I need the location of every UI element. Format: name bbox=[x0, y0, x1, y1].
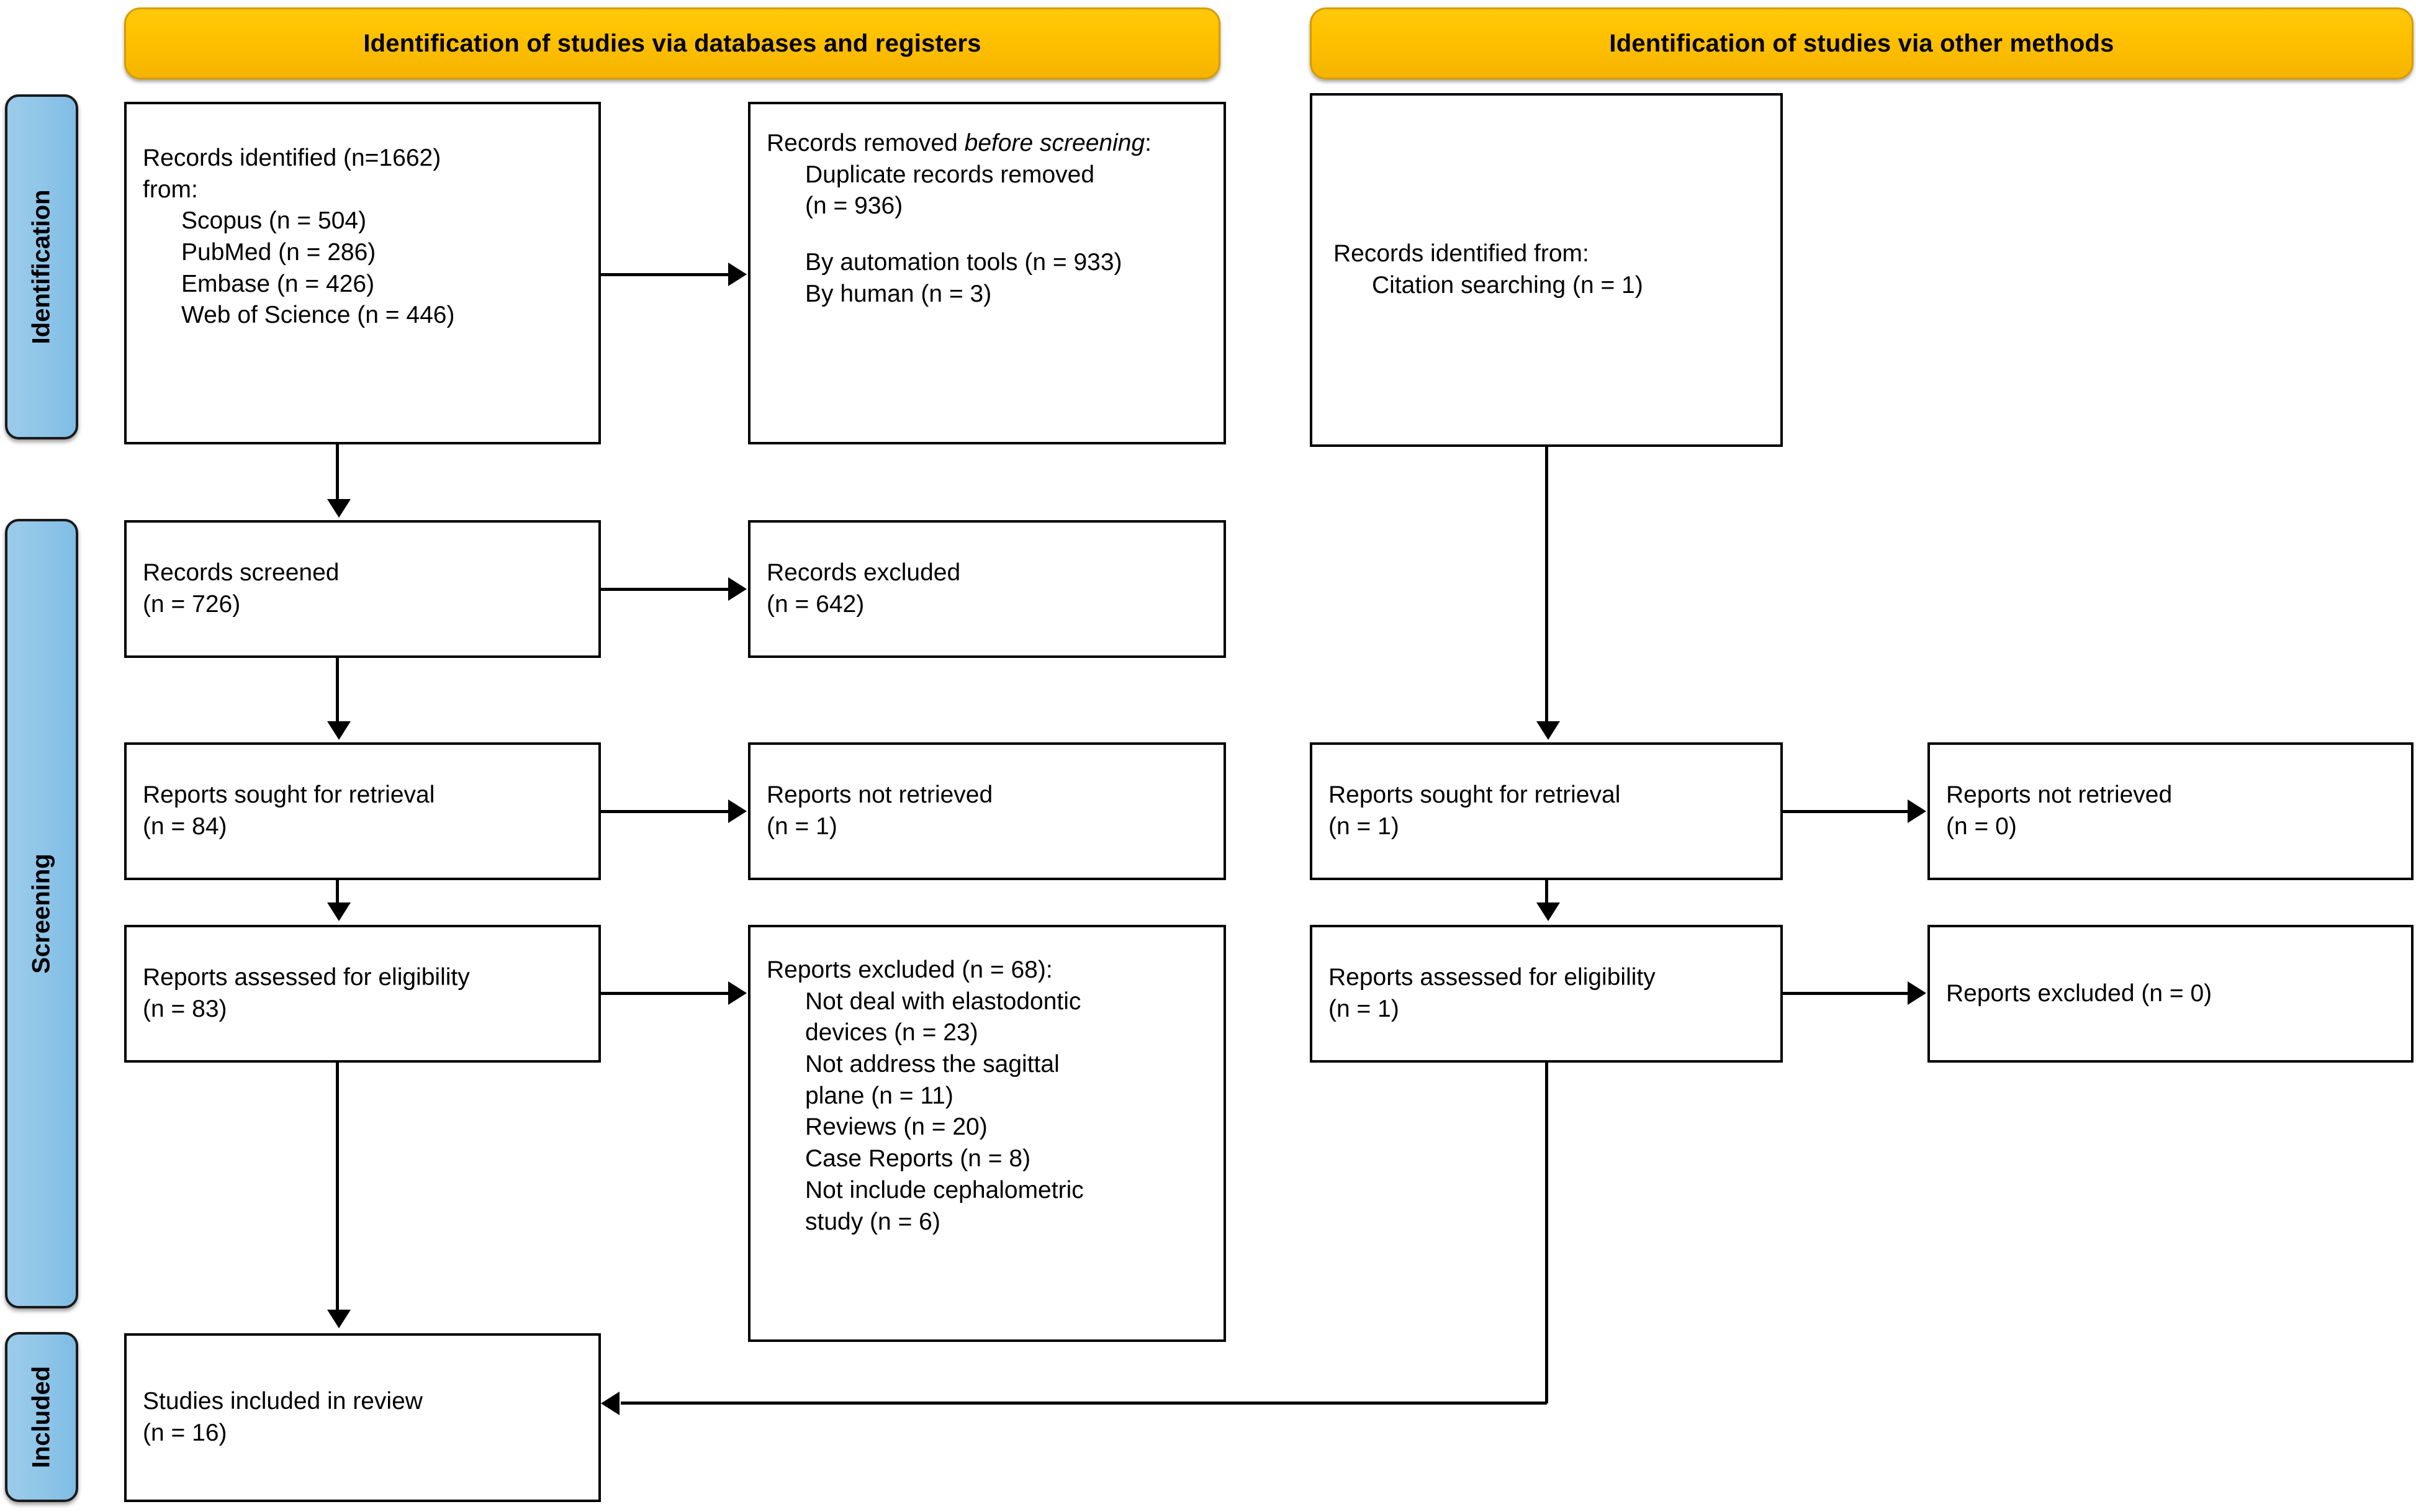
connector-identified-to-screened bbox=[336, 444, 339, 500]
records-removed-automation: By automation tools (n = 933) bbox=[805, 249, 1122, 276]
connector-screened-to-excluded-arrowhead bbox=[728, 577, 747, 601]
stage-bar-identification-label: Identification bbox=[27, 189, 55, 344]
box-reports-sought-other: Reports sought for retrieval (n = 1) bbox=[1310, 742, 1783, 880]
box-reports-assessed-other: Reports assessed for eligibility (n = 1) bbox=[1310, 925, 1783, 1063]
reports-excluded-db-reason-4: Case Reports (n = 8) bbox=[805, 1145, 1031, 1172]
box-reports-assessed-db: Reports assessed for eligibility (n = 83… bbox=[124, 925, 601, 1063]
connector-assessed-to-excluded-arrowhead bbox=[728, 981, 747, 1005]
records-identified-line1: Records identified (n=1662) bbox=[143, 145, 441, 171]
connector-screened-to-excluded bbox=[601, 588, 729, 591]
reports-sought-other-line2: (n = 1) bbox=[1328, 813, 1399, 840]
connector-other-to-included-horizontal bbox=[621, 1402, 1547, 1405]
reports-assessed-db-line1: Reports assessed for eligibility bbox=[143, 964, 470, 991]
reports-assessed-other-line2: (n = 1) bbox=[1328, 996, 1399, 1022]
connector-sought-to-not-retrieved bbox=[601, 810, 729, 813]
connector-other-to-included-vertical bbox=[1545, 1063, 1548, 1403]
records-identified-line2: from: bbox=[143, 176, 198, 203]
stage-bar-identification: Identification bbox=[5, 94, 78, 439]
reports-excluded-db-reason-1a: Not deal with elastodontic bbox=[805, 988, 1081, 1015]
records-removed-title-plain: Records removed bbox=[767, 130, 965, 156]
stage-bar-included-label: Included bbox=[27, 1366, 55, 1469]
box-reports-not-retrieved-other: Reports not retrieved (n = 0) bbox=[1927, 742, 2414, 880]
connector-sought-to-assessed-arrowhead bbox=[327, 902, 351, 921]
connector-other-sought-to-assessed bbox=[1545, 880, 1548, 904]
reports-sought-other-line1: Reports sought for retrieval bbox=[1328, 781, 1621, 809]
reports-not-retrieved-db-line1: Reports not retrieved bbox=[767, 781, 993, 809]
connector-identified-to-screened-arrowhead bbox=[327, 499, 351, 518]
connector-identified-to-removed bbox=[601, 273, 729, 276]
phase-header-databases: Identification of studies via databases … bbox=[124, 7, 1220, 79]
reports-excluded-db-reason-5b: study (n = 6) bbox=[805, 1208, 940, 1235]
stage-bar-screening-label: Screening bbox=[27, 853, 55, 974]
records-screened-line1: Records screened bbox=[143, 559, 340, 587]
connector-other-sought-to-assessed-arrowhead bbox=[1536, 902, 1560, 921]
records-removed-human: By human (n = 3) bbox=[805, 280, 992, 307]
reports-excluded-db-reason-1b: devices (n = 23) bbox=[805, 1019, 978, 1046]
records-identified-source-wos: Web of Science (n = 446) bbox=[181, 302, 455, 329]
records-removed-duplicate-label: Duplicate records removed bbox=[805, 161, 1095, 188]
box-reports-sought-db: Reports sought for retrieval (n = 84) bbox=[124, 742, 601, 880]
connector-assessed-to-included-arrowhead bbox=[327, 1310, 351, 1328]
box-records-removed: Records removed before screening: Duplic… bbox=[748, 102, 1226, 444]
connector-identified-to-removed-arrowhead bbox=[728, 263, 747, 286]
connector-other-identified-to-sought bbox=[1545, 447, 1548, 722]
records-identified-source-embase: Embase (n = 426) bbox=[181, 270, 375, 297]
box-studies-included: Studies included in review (n = 16) bbox=[124, 1333, 601, 1502]
records-excluded-line1: Records excluded bbox=[767, 559, 961, 587]
connector-screened-to-sought bbox=[336, 658, 339, 722]
records-identified-source-scopus: Scopus (n = 504) bbox=[181, 207, 367, 235]
records-screened-line2: (n = 726) bbox=[143, 591, 241, 618]
records-removed-title: Records removed before screening: bbox=[767, 128, 1207, 160]
phase-header-other-methods-label: Identification of studies via other meth… bbox=[1609, 29, 2114, 57]
reports-excluded-db-reason-3: Reviews (n = 20) bbox=[805, 1114, 988, 1141]
reports-sought-db-line1: Reports sought for retrieval bbox=[143, 781, 435, 809]
connector-other-assessed-to-excluded bbox=[1783, 992, 1909, 995]
reports-assessed-db-line2: (n = 83) bbox=[143, 996, 227, 1022]
reports-not-retrieved-other-line2: (n = 0) bbox=[1946, 813, 2017, 840]
records-excluded-line2: (n = 642) bbox=[767, 591, 865, 618]
connector-assessed-to-included bbox=[336, 1063, 339, 1311]
reports-not-retrieved-other-line1: Reports not retrieved bbox=[1946, 781, 2173, 809]
reports-excluded-db-reason-5a: Not include cephalometric bbox=[805, 1176, 1084, 1204]
box-records-identified: Records identified (n=1662) from: Scopus… bbox=[124, 102, 601, 444]
stage-bar-screening: Screening bbox=[5, 519, 78, 1308]
connector-other-identified-to-sought-arrowhead bbox=[1536, 721, 1560, 740]
connector-assessed-to-excluded bbox=[601, 992, 729, 995]
connector-other-assessed-to-excluded-arrowhead bbox=[1908, 981, 1926, 1005]
connector-other-sought-to-not-retrieved-arrowhead bbox=[1908, 799, 1926, 823]
reports-not-retrieved-db-line2: (n = 1) bbox=[767, 813, 837, 840]
connector-other-to-included-arrowhead bbox=[601, 1392, 620, 1415]
reports-sought-db-line2: (n = 84) bbox=[143, 813, 227, 840]
records-identified-source-pubmed: PubMed (n = 286) bbox=[181, 239, 376, 266]
reports-assessed-other-line1: Reports assessed for eligibility bbox=[1328, 964, 1656, 991]
stage-bar-included: Included bbox=[5, 1332, 78, 1502]
records-removed-title-italic: before screening bbox=[964, 130, 1145, 156]
box-reports-excluded-db: Reports excluded (n = 68): Not deal with… bbox=[748, 925, 1226, 1342]
box-reports-not-retrieved-db: Reports not retrieved (n = 1) bbox=[748, 742, 1226, 880]
records-identified-other-line2: Citation searching (n = 1) bbox=[1372, 272, 1643, 299]
reports-excluded-db-title: Reports excluded (n = 68): bbox=[767, 956, 1053, 983]
connector-sought-to-assessed bbox=[336, 880, 339, 904]
box-records-excluded: Records excluded (n = 642) bbox=[748, 520, 1226, 658]
studies-included-line2: (n = 16) bbox=[143, 1420, 227, 1446]
phase-header-databases-label: Identification of studies via databases … bbox=[363, 29, 981, 57]
records-removed-title-colon: : bbox=[1145, 130, 1152, 156]
records-identified-other-line1: Records identified from: bbox=[1333, 240, 1589, 268]
reports-excluded-db-reason-2b: plane (n = 11) bbox=[805, 1082, 953, 1109]
box-records-screened: Records screened (n = 726) bbox=[124, 520, 601, 658]
studies-included-line1: Studies included in review bbox=[143, 1388, 423, 1415]
box-records-identified-other: Records identified from: Citation search… bbox=[1310, 93, 1783, 447]
phase-header-other-methods: Identification of studies via other meth… bbox=[1310, 7, 2414, 79]
connector-sought-to-not-retrieved-arrowhead bbox=[728, 799, 747, 823]
connector-screened-to-sought-arrowhead bbox=[327, 721, 351, 740]
records-removed-spacer bbox=[767, 222, 1207, 247]
box-reports-excluded-other: Reports excluded (n = 0) bbox=[1927, 925, 2414, 1063]
connector-other-sought-to-not-retrieved bbox=[1783, 810, 1909, 813]
reports-excluded-other-line1: Reports excluded (n = 0) bbox=[1946, 979, 2212, 1007]
reports-excluded-db-reason-2a: Not address the sagittal bbox=[805, 1051, 1060, 1078]
records-removed-duplicate-count: (n = 936) bbox=[805, 192, 903, 220]
